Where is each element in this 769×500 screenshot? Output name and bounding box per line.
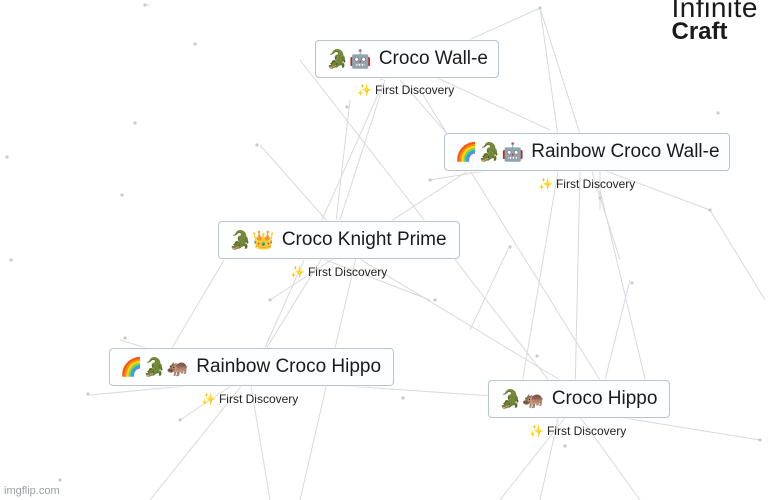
sparkles-icon: ✨ xyxy=(201,392,216,406)
badge-label: First Discovery xyxy=(374,83,455,97)
croco-robot-emoji-icon: 🐊🤖 xyxy=(326,48,373,69)
element-rainbow-croco-wall-e[interactable]: 🌈🐊🤖 Rainbow Croco Wall-e xyxy=(444,133,730,171)
first-discovery-badge: ✨ First Discovery xyxy=(201,392,298,406)
sparkles-icon: ✨ xyxy=(357,83,372,97)
croco-crown-emoji-icon: 🐊👑 xyxy=(229,229,276,250)
element-label: Croco Knight Prime xyxy=(281,229,447,250)
element-croco-wall-e[interactable]: 🐊🤖 Croco Wall-e xyxy=(315,40,499,78)
badge-label: First Discovery xyxy=(218,392,299,406)
logo-line-2: Craft xyxy=(671,18,728,45)
infinite-craft-logo: Infinite Craft xyxy=(672,0,759,44)
croco-hippo-emoji-icon: 🐊🦛 xyxy=(499,388,546,409)
sparkles-icon: ✨ xyxy=(290,265,305,279)
element-label: Rainbow Croco Wall-e xyxy=(531,141,720,162)
badge-label: First Discovery xyxy=(546,424,627,438)
first-discovery-badge: ✨ First Discovery xyxy=(529,424,626,438)
element-label: Rainbow Croco Hippo xyxy=(196,356,382,377)
first-discovery-badge: ✨ First Discovery xyxy=(290,265,387,279)
first-discovery-badge: ✨ First Discovery xyxy=(538,177,635,191)
rainbow-croco-hippo-emoji-icon: 🌈🐊🦛 xyxy=(120,356,191,377)
sparkles-icon: ✨ xyxy=(538,177,553,191)
badge-label: First Discovery xyxy=(307,265,388,279)
badge-label: First Discovery xyxy=(555,177,636,191)
element-croco-knight-prime[interactable]: 🐊👑 Croco Knight Prime xyxy=(218,221,460,259)
logo-line-1: Infinite xyxy=(671,0,758,23)
sparkles-icon: ✨ xyxy=(529,424,544,438)
first-discovery-badge: ✨ First Discovery xyxy=(357,83,454,97)
element-label: Croco Wall-e xyxy=(378,48,488,69)
element-croco-hippo[interactable]: 🐊🦛 Croco Hippo xyxy=(488,380,670,418)
element-rainbow-croco-hippo[interactable]: 🌈🐊🦛 Rainbow Croco Hippo xyxy=(109,348,394,386)
imgflip-watermark: imgflip.com xyxy=(4,485,60,497)
element-label: Croco Hippo xyxy=(551,388,658,409)
rainbow-croco-robot-emoji-icon: 🌈🐊🤖 xyxy=(455,141,526,162)
